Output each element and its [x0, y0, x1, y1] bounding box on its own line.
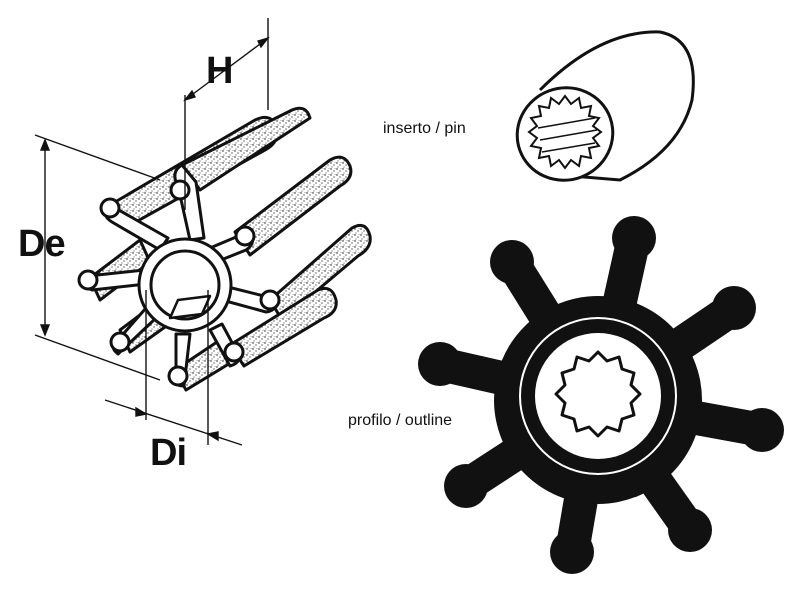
outer-diameter-label: De	[18, 223, 66, 265]
inner-diameter-label: Di	[150, 432, 187, 474]
height-label: H	[206, 50, 233, 92]
impeller-outline-silhouette	[418, 216, 784, 574]
insert-pin-drawing	[515, 30, 695, 182]
insert-pin-caption: inserto / pin	[383, 120, 466, 137]
dimension-lines	[34, 18, 270, 446]
impeller-drawing	[77, 106, 372, 392]
outline-caption: profilo / outline	[348, 412, 453, 429]
